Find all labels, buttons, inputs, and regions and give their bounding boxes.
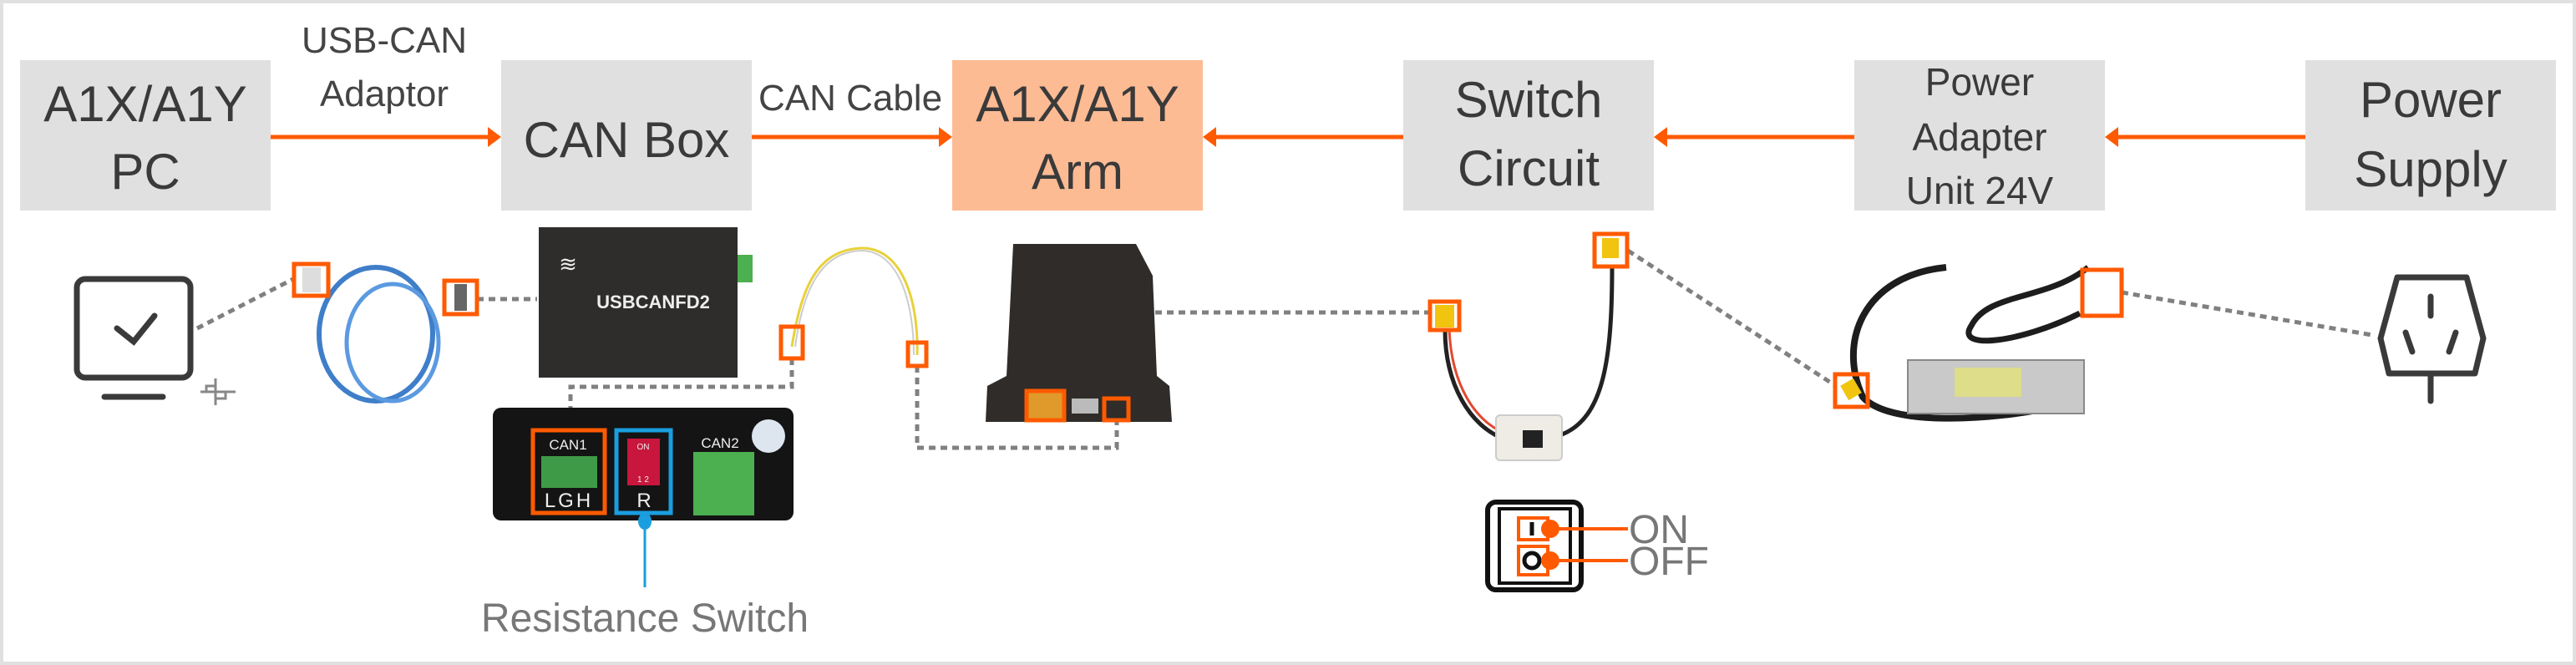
block-arm-line1: A1X/A1Y [976,76,1179,132]
usb-icon [200,378,236,405]
can1-highlight [530,428,607,515]
can-box-image: USBCANFD2 ≋ [539,227,753,378]
can-panel-image: CAN1 CAN2 ON 1 2 LGH R [493,408,794,587]
can-cable-image [778,246,929,368]
block-pc: A1X/A1Y PC [20,60,271,211]
usb-can-label-line1: USB-CAN [302,20,467,61]
arrows [271,127,2305,147]
block-adapter-line2: Adapter [1912,115,2046,159]
block-supply-line1: Power [2360,72,2502,128]
dip-on-label: ON [637,443,650,452]
power-plug-icon [2377,274,2487,404]
block-adapter-line3: Unit 24V [1906,169,2054,212]
resistor-highlight [614,428,673,515]
switch-on-label: ON [1629,508,1689,552]
arm-image [986,244,1172,423]
can-cable-label: CAN Cable [758,78,942,119]
can1-pins-label: LGH [545,490,593,512]
block-power-supply: Power Supply [2305,60,2556,211]
resistor-label: R [636,490,651,512]
block-pc-line1: A1X/A1Y [43,76,247,132]
switch-circuit-image [1427,231,1630,461]
monitor-check-icon [74,276,194,400]
power-adapter-image [1833,264,2124,422]
block-pc-line2: PC [110,144,180,200]
dip-numbers: 1 2 [637,475,649,485]
can-box-logo: ≋ [559,251,577,277]
rocker-switch-icon [1485,500,1628,592]
can2-label: CAN2 [701,435,738,451]
switch-off-label: OFF [1629,540,1709,584]
block-adapter-line1: Power [1925,60,2034,104]
block-supply-line2: Supply [2354,141,2507,197]
block-can-box: CAN Box [501,60,752,211]
resistance-switch-label: Resistance Switch [481,596,809,641]
block-switch-line1: Switch [1455,72,1603,128]
block-power-adapter: Power Adapter Unit 24V [1854,60,2105,212]
block-arm: A1X/A1Y Arm [952,60,1203,211]
block-arm-line2: Arm [1032,144,1123,200]
usb-can-label-line2: Adaptor [320,74,449,114]
can-box-model: USBCANFD2 [596,292,710,312]
block-switch-circuit: Switch Circuit [1403,60,1654,211]
usb-cable-image [292,261,479,404]
can1-label: CAN1 [549,437,586,453]
block-can-box-label: CAN Box [524,112,730,168]
block-switch-line2: Circuit [1458,140,1600,196]
